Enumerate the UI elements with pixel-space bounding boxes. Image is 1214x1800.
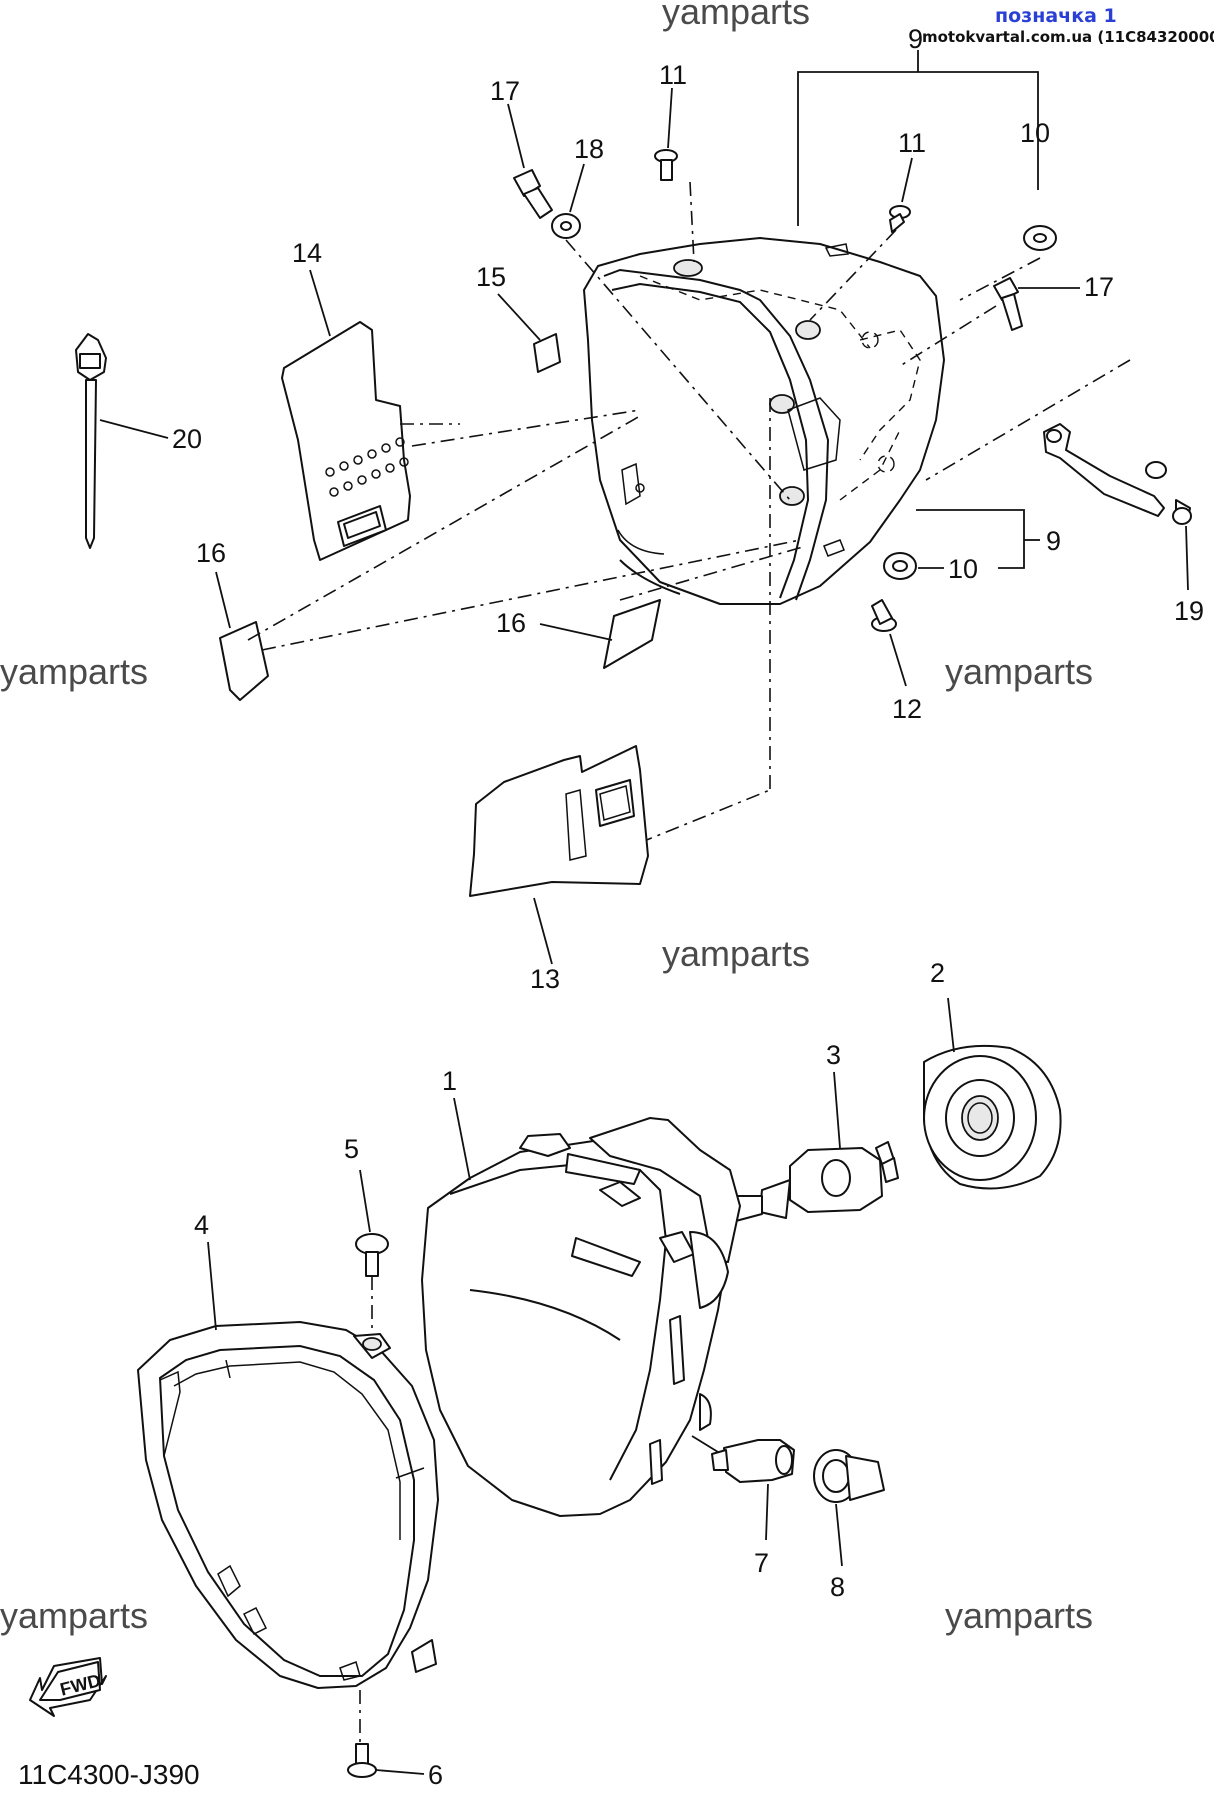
source-caption: motokvartal.com.ua (11C843200000) [922,28,1214,46]
callout-3: 3 [826,1040,841,1070]
callout-5: 5 [344,1134,359,1164]
callout-16: 16 [196,538,226,568]
part-16-reflector-right: 16 [496,599,661,669]
watermark: yamparts [0,1595,148,1636]
part-2-bulb-cover: 2 [923,958,1062,1190]
part-17-bolt-left: 17 [490,76,553,219]
callout-19: 19 [1174,596,1204,626]
part-12-screw: 12 [871,599,922,724]
callout-20: 20 [172,424,202,454]
callout-8: 8 [830,1572,845,1602]
callout-9: 9 [908,24,923,54]
part-3-headlight-bulb: 3 [723,1040,899,1223]
part-7-position-bulb: 7 [691,1435,795,1578]
watermark: yamparts [945,651,1093,692]
callout-12: 12 [892,694,922,724]
callout-7: 7 [754,1548,769,1578]
part-1-headlight-unit: 1 [421,1066,741,1517]
watermark: yamparts [662,933,810,974]
callout-1: 1 [442,1066,457,1096]
diagram-code: 11C4300-J390 [18,1759,200,1790]
callout-16: 16 [496,608,526,638]
callout-11: 11 [898,128,926,158]
part-20-cable-tie: 20 [75,333,202,549]
part-15-sticker: 15 [476,262,561,373]
watermark: yamparts [662,0,810,32]
part-11-screw-right: 11 [889,128,926,233]
callout-18: 18 [574,134,604,164]
callout-17: 17 [1084,272,1114,302]
part-9-10-grommet-lower: 10 9 [883,509,1061,584]
watermark: yamparts [945,1595,1093,1636]
part-19-bracket: 19 [1043,423,1204,626]
part-headlight-housing [583,237,945,605]
callout-10: 10 [948,554,978,584]
part-13-label: 13 [469,745,649,994]
part-14-label: 14 [281,238,411,561]
assembly-lines [247,181,1131,855]
callout-10: 10 [1020,118,1050,148]
callout-17: 17 [490,76,520,106]
part-5-screw: 5 [344,1134,389,1342]
part-4-headlight-rim: 4 [137,1210,439,1689]
callout-6: 6 [428,1760,443,1790]
callout-4: 4 [194,1210,209,1240]
fwd-direction-arrow: FWD [29,1657,107,1717]
part-9-10-grommet-upper: 9 10 [797,24,1057,251]
watermark: yamparts [0,651,148,692]
diagram-tag: позначка 1 [995,5,1117,27]
part-18-washer: 18 [551,134,604,239]
part-8-socket: 8 [813,1449,885,1602]
callout-11: 11 [659,60,687,90]
part-16-reflector-left: 16 [196,538,269,701]
callout-14: 14 [292,238,322,268]
callout-9: 9 [1046,526,1061,556]
part-6-screw: 6 [347,1690,443,1790]
callout-15: 15 [476,262,506,292]
callout-2: 2 [930,958,945,988]
part-17-bolt-right: 17 [993,272,1114,331]
callout-13: 13 [530,964,560,994]
part-11-screw-top: 11 [654,60,687,181]
